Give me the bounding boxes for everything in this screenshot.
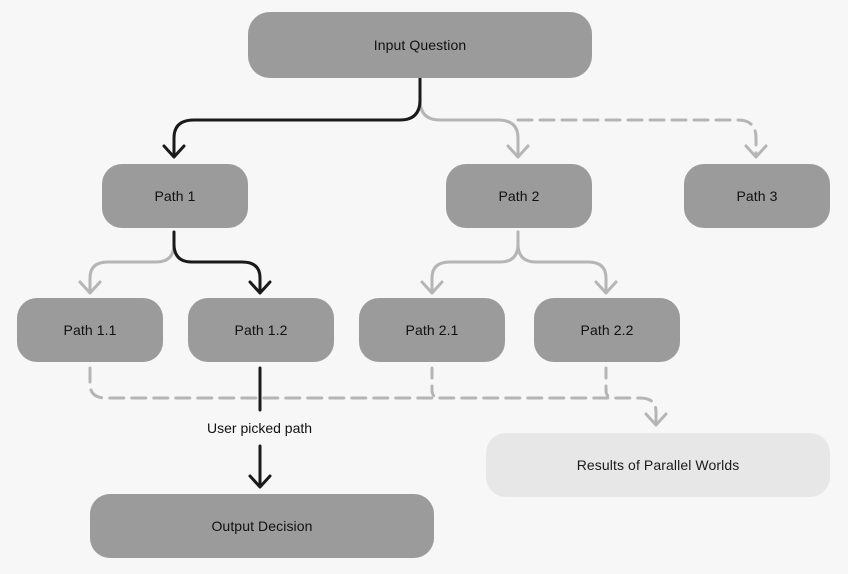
node-output-decision: Output Decision [90, 494, 434, 558]
node-path-1: Path 1 [102, 164, 248, 228]
arrowhead-path3 [744, 144, 768, 159]
node-path-1-1: Path 1.1 [17, 298, 163, 362]
node-results-of-parallel-worlds: Results of Parallel Worlds [486, 433, 830, 497]
node-path-2: Path 2 [446, 164, 592, 228]
node-path-2-1: Path 2.1 [359, 298, 505, 362]
arrowhead-path2-1 [420, 280, 444, 295]
node-input-question: Input Question [248, 12, 592, 78]
edge-path2-to-path2-2 [516, 230, 608, 294]
edge-input-to-path2 [418, 76, 520, 158]
arrowhead-path1-1 [78, 280, 102, 295]
node-path-3: Path 3 [684, 164, 830, 228]
arrowhead-results [644, 412, 668, 427]
edge-path2-2-to-results [604, 366, 616, 400]
edge-path1-to-path1-2 [172, 230, 262, 294]
arrowhead-path2 [506, 144, 530, 159]
arrowhead-path2-2 [594, 280, 618, 295]
edge-leaves-to-results [88, 366, 658, 426]
edge-input-to-path3 [516, 118, 758, 158]
edge-path2-1-to-results [430, 366, 442, 400]
edge-path1-to-path1-1 [88, 230, 176, 294]
node-path-2-2: Path 2.2 [534, 298, 680, 362]
node-path-1-2: Path 1.2 [188, 298, 334, 362]
arrowhead-path1-2 [248, 280, 272, 295]
edge-label-user-picked-path: User picked path [205, 420, 315, 436]
edge-input-to-path1 [172, 76, 422, 158]
arrowhead-output [248, 474, 272, 489]
arrowhead-path1 [162, 144, 186, 159]
edge-path2-to-path2-1 [430, 230, 520, 294]
